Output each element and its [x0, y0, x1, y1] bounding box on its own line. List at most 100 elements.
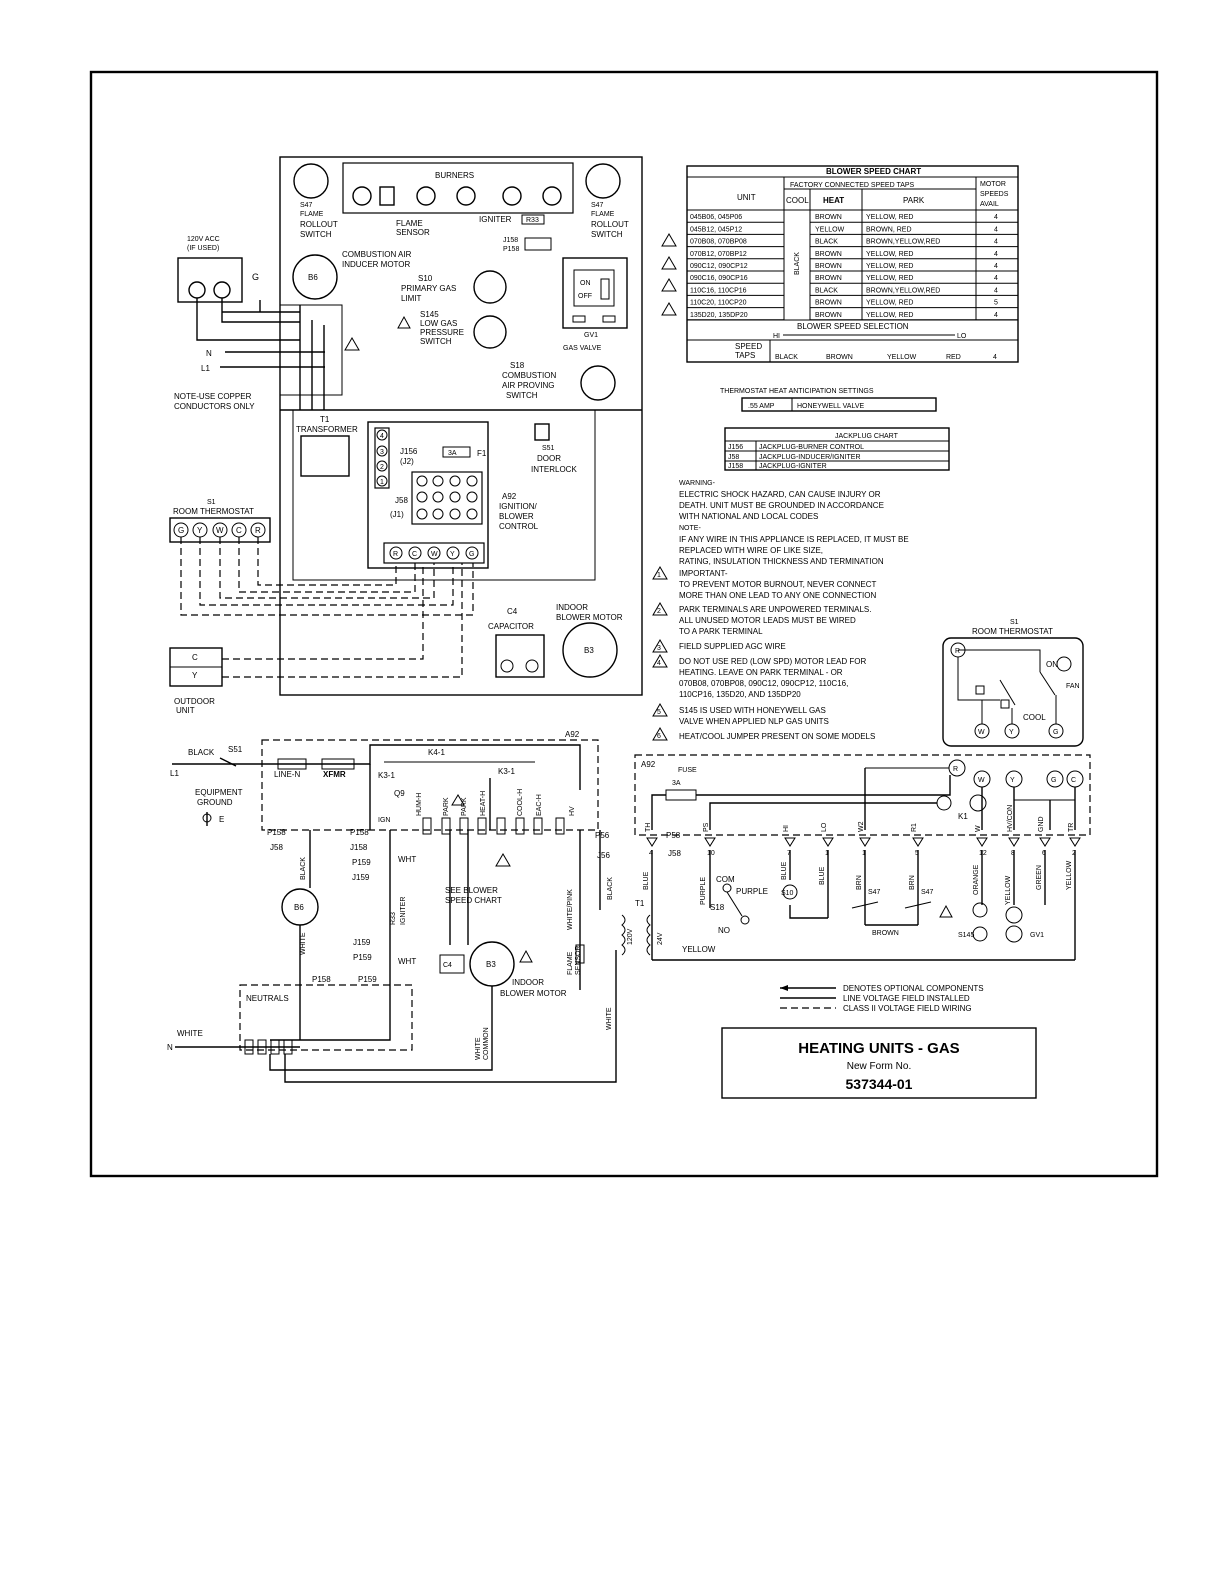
note-triangle-icon — [652, 727, 668, 741]
sch-black-v2: BLACK — [607, 877, 614, 900]
chart-park-cell: YELLOW, RED — [866, 214, 913, 221]
blower-1: INDOOR — [556, 603, 588, 612]
tap-yellow: YELLOW — [887, 354, 917, 361]
s51-1: S51 — [542, 445, 555, 452]
terminal-label: PS — [703, 822, 710, 832]
chart-unit-cell: 070B08, 070BP08 — [690, 239, 747, 246]
sch-j159: J159 — [352, 873, 370, 882]
sch-k4-1: K4-1 — [428, 748, 445, 757]
note-triangle-icon — [652, 654, 668, 668]
chart-park-cell: YELLOW, RED — [866, 263, 913, 270]
stat-w: W — [216, 526, 224, 535]
sch-r33-2: IGNITER — [400, 897, 407, 925]
b6-label: B6 — [308, 273, 318, 282]
blower-speed-chart: BLOWER SPEED CHART FACTORY CONNECTED SPE… — [661, 165, 1019, 363]
chart-unit-cell: 110C16, 110CP16 — [690, 287, 747, 294]
jack-desc-3: JACKPLUG-IGNITER — [759, 463, 827, 470]
sch-j58: J58 — [270, 843, 283, 852]
j156-2: (J2) — [400, 457, 414, 466]
note-triangle-icon — [652, 566, 668, 580]
sch-xfmr: XFMR — [323, 770, 346, 779]
s51-3: INTERLOCK — [531, 465, 577, 474]
burners-label: BURNERS — [435, 171, 474, 180]
sch-purple1: PURPLE — [700, 877, 707, 905]
sch-hv: HV — [569, 806, 576, 816]
sch-brn1: BRN — [856, 875, 863, 890]
blower-2: BLOWER MOTOR — [556, 613, 623, 622]
chart-park-cell: YELLOW, RED — [866, 251, 913, 258]
sch-s10: S10 — [781, 890, 794, 897]
j58-2: (J1) — [390, 510, 404, 519]
a92-3: BLOWER — [499, 512, 534, 521]
s47-right-1: S47 — [591, 202, 604, 209]
terminal-label: TR — [1068, 823, 1075, 832]
chart-speeds-2: SPEEDS — [980, 191, 1009, 198]
connector-pin — [912, 837, 924, 847]
sch-wc-2: COMMON — [483, 1027, 490, 1060]
connector-number: 1 — [825, 850, 829, 857]
jack-desc-2: JACKPLUG-INDUCER/IGNITER — [759, 454, 861, 461]
n6-1: HEAT/COOL JUMPER PRESENT ON SOME MODELS — [679, 732, 875, 741]
s10-3: LIMIT — [401, 294, 422, 303]
chart-heat-cell: BROWN — [815, 300, 842, 307]
chart-speeds-cell: 4 — [994, 251, 998, 258]
s51-2: DOOR — [537, 454, 561, 463]
sch-e: E — [219, 815, 224, 824]
s145-4: SWITCH — [420, 337, 452, 346]
sch-ground-2: GROUND — [197, 798, 233, 807]
s10-1: S10 — [418, 274, 433, 283]
notes: WARNING- ELECTRIC SHOCK HAZARD, CAN CAUS… — [652, 480, 909, 741]
note-triangle-number: 2 — [657, 608, 661, 615]
sch-purple2: PURPLE — [736, 887, 768, 896]
sch-black: BLACK — [188, 748, 215, 757]
sch-k3-1a: K3-1 — [378, 771, 395, 780]
warn-3: DEATH. UNIT MUST BE GROUNDED IN ACCORDAN… — [679, 501, 884, 510]
chart-heat-cell: BROWN — [815, 214, 842, 221]
s47-left-4: SWITCH — [300, 230, 332, 239]
plug-3: 3 — [380, 449, 384, 456]
sch-q9: Q9 — [394, 789, 405, 798]
rstat-1: S1 — [1010, 619, 1019, 626]
fuse-label: 3A — [448, 450, 457, 457]
rstat-fan: FAN — [1066, 683, 1080, 690]
n4-4: 110CP16, 135D20, AND 135DP20 — [679, 690, 801, 699]
t1-1: T1 — [320, 415, 330, 424]
copper-2: CONDUCTORS ONLY — [174, 402, 255, 411]
legend-class2: CLASS II VOLTAGE FIELD WIRING — [843, 1004, 972, 1013]
stat-g: G — [178, 526, 184, 535]
connector-pin — [1039, 837, 1051, 847]
chart-unit-cell: 135D20, 135DP20 — [690, 312, 748, 319]
anticipation-title: THERMOSTAT HEAT ANTICIPATION SETTINGS — [720, 388, 874, 395]
rstat-on: ON — [1046, 660, 1058, 669]
sch-b3: B3 — [486, 960, 496, 969]
plug-2: 2 — [380, 464, 384, 471]
sch-eac-h: EAC-H — [536, 794, 543, 816]
sch-k3-1b: K3-1 — [498, 767, 515, 776]
s47-right-4: SWITCH — [591, 230, 623, 239]
terminal-label: HV/CON — [1007, 805, 1014, 832]
chart-heat-cell: BROWN — [815, 263, 842, 270]
warning-triangle-icon — [661, 278, 677, 292]
s18-4: SWITCH — [506, 391, 538, 400]
terminal-label: LO — [821, 822, 828, 832]
chart-cool-header: COOL — [786, 196, 809, 205]
n4-1: DO NOT USE RED (LOW SPD) MOTOR LEAD FOR — [679, 657, 867, 666]
terminal-label: W2 — [858, 821, 865, 832]
chart-taps-1: SPEED — [735, 342, 762, 351]
j158-2: P158 — [503, 246, 519, 253]
flame-sensor-1: FLAME — [396, 219, 423, 228]
sch-p158: P158 — [267, 828, 286, 837]
chart-park-cell: YELLOW, RED — [866, 312, 913, 319]
connector-number: 1 — [862, 850, 866, 857]
connector-pin — [822, 837, 834, 847]
sch-blue1: BLUE — [643, 871, 650, 890]
rstat-w: W — [978, 729, 985, 736]
n2-3: TO A PARK TERMINAL — [679, 627, 763, 636]
tap-speeds: 4 — [993, 354, 997, 361]
chart-taps-2: TAPS — [735, 351, 755, 360]
outdoor-1: OUTDOOR — [174, 697, 215, 706]
sch-j159b: J159 — [353, 938, 371, 947]
a92-2: IGNITION/ — [499, 502, 538, 511]
note-triangle-number: 5 — [657, 709, 661, 716]
stat-c: C — [236, 526, 242, 535]
